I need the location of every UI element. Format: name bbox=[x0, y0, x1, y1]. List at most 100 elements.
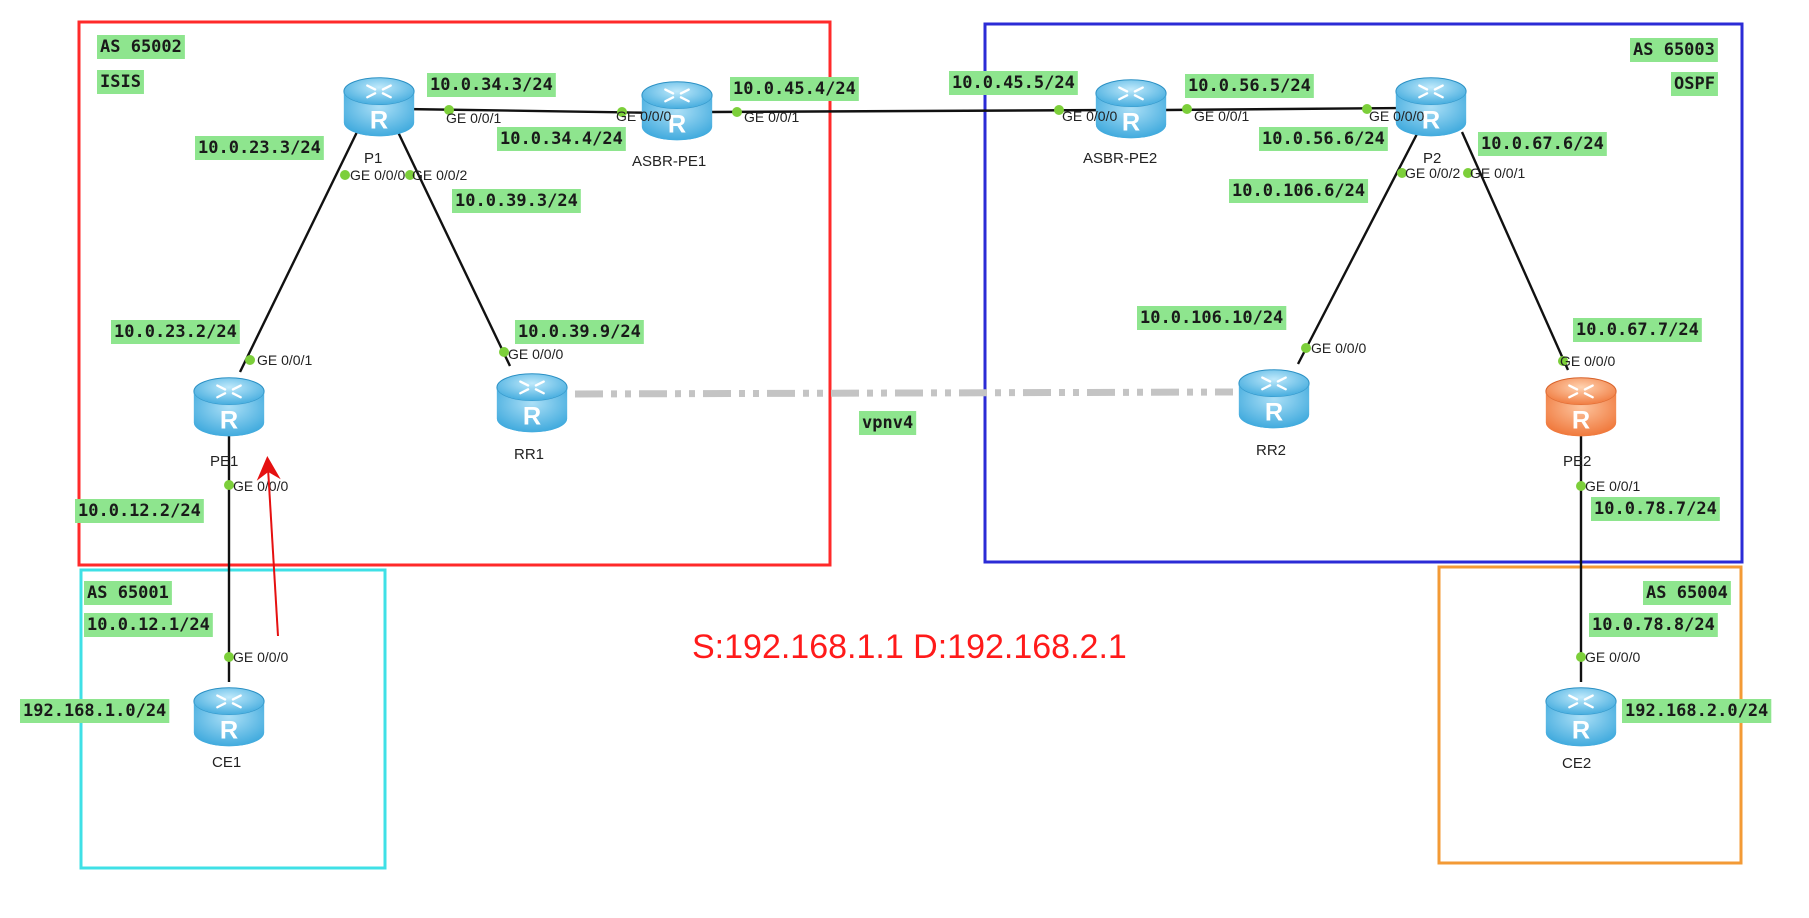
router-name-rr1: RR1 bbox=[514, 446, 544, 463]
flow-annotation: S:192.168.1.1 D:192.168.2.1 bbox=[692, 628, 1127, 666]
port-label: GE 0/0/1 bbox=[744, 109, 799, 125]
router-name-rr2: RR2 bbox=[1256, 442, 1286, 459]
port-label: GE 0/0/0 bbox=[508, 346, 563, 362]
ip-label: 10.0.45.4/24 bbox=[733, 79, 856, 99]
router-icon[interactable] bbox=[495, 372, 569, 434]
port-dot bbox=[444, 105, 454, 115]
port-dot bbox=[732, 107, 742, 117]
port-dot bbox=[1576, 652, 1586, 662]
port-label: GE 0/0/1 bbox=[446, 110, 501, 126]
port-dot bbox=[245, 355, 255, 365]
port-label: GE 0/0/2 bbox=[1405, 165, 1460, 181]
label-background bbox=[1478, 132, 1607, 156]
port-dot bbox=[1054, 105, 1064, 115]
link-p1-pe1 bbox=[238, 131, 359, 373]
router-icon[interactable] bbox=[192, 376, 266, 438]
router-name-ce1: CE1 bbox=[212, 754, 241, 771]
label-background bbox=[97, 70, 144, 94]
link-p1-rr1 bbox=[396, 131, 512, 367]
port-dot bbox=[224, 480, 234, 490]
as65002-boundary bbox=[77, 20, 832, 567]
ip-label: 10.0.23.2/24 bbox=[114, 322, 237, 342]
port-label: GE 0/0/1 bbox=[257, 352, 312, 368]
router-icon[interactable] bbox=[1237, 368, 1311, 430]
router-icon[interactable] bbox=[1394, 76, 1468, 138]
router-icon[interactable] bbox=[1544, 686, 1618, 748]
label-background bbox=[1630, 38, 1718, 62]
ip-label: 10.0.56.6/24 bbox=[1262, 129, 1385, 149]
ip-label: 10.0.34.3/24 bbox=[430, 75, 553, 95]
as-label-65001: AS 65001 bbox=[87, 583, 169, 603]
router-icon[interactable] bbox=[342, 76, 416, 138]
port-dot bbox=[224, 652, 234, 662]
ip-label: 10.0.12.1/24 bbox=[87, 615, 210, 635]
link-p2-rr2 bbox=[1296, 131, 1420, 365]
as-label-65004: AS 65004 bbox=[1646, 583, 1728, 603]
label-background bbox=[1671, 72, 1718, 96]
router-icon[interactable] bbox=[192, 686, 266, 748]
label-background bbox=[515, 320, 644, 344]
protocol-label-ospf: OSPF bbox=[1674, 74, 1715, 94]
label-background bbox=[195, 136, 324, 160]
as65003-boundary bbox=[983, 22, 1744, 564]
protocol-label-isis: ISIS bbox=[100, 72, 141, 92]
port-label: GE 0/0/0 bbox=[1311, 340, 1366, 356]
label-background bbox=[1591, 497, 1720, 521]
ip-label: 10.0.67.6/24 bbox=[1481, 134, 1604, 154]
traffic-direction-arrow bbox=[256, 456, 281, 637]
label-background bbox=[20, 699, 170, 723]
label-background bbox=[730, 77, 859, 101]
router-name-p2: P2 bbox=[1423, 150, 1441, 167]
port-dot bbox=[1576, 481, 1586, 491]
port-label: GE 0/0/0 bbox=[1062, 108, 1117, 124]
port-label: GE 0/0/0 bbox=[350, 167, 405, 183]
link-asbr-pe1-asbr-pe2 bbox=[709, 108, 1121, 114]
router-name-pe2: PE2 bbox=[1563, 453, 1591, 470]
port-dot bbox=[340, 170, 350, 180]
link-p2-pe2 bbox=[1460, 131, 1570, 371]
ip-label: 10.0.34.4/24 bbox=[500, 129, 623, 149]
label-background bbox=[1573, 318, 1702, 342]
router-icon[interactable] bbox=[1544, 376, 1618, 438]
label-background bbox=[97, 35, 185, 59]
port-dot bbox=[499, 347, 509, 357]
port-dot bbox=[1558, 356, 1568, 366]
label-background bbox=[1229, 179, 1369, 203]
router-name-asbr-pe1: ASBR-PE1 bbox=[632, 153, 706, 170]
port-dot bbox=[1301, 343, 1311, 353]
ip-label: 192.168.1.0/24 bbox=[23, 701, 166, 721]
port-label: GE 0/0/0 bbox=[1369, 108, 1424, 124]
label-background bbox=[497, 127, 626, 151]
ip-label: 10.0.78.8/24 bbox=[1592, 615, 1715, 635]
ip-label: 10.0.39.3/24 bbox=[455, 191, 578, 211]
port-label: GE 0/0/2 bbox=[412, 167, 467, 183]
ip-label: 10.0.23.3/24 bbox=[198, 138, 321, 158]
label-background bbox=[1185, 74, 1314, 98]
label-background bbox=[111, 320, 240, 344]
port-label: GE 0/0/0 bbox=[1585, 649, 1640, 665]
port-dot bbox=[1182, 104, 1192, 114]
label-background bbox=[1137, 306, 1287, 330]
port-dot bbox=[1362, 104, 1372, 114]
port-label: GE 0/0/0 bbox=[1560, 353, 1615, 369]
port-label: GE 0/0/0 bbox=[616, 108, 671, 124]
label-background bbox=[1643, 581, 1731, 605]
port-label: GE 0/0/1 bbox=[1194, 108, 1249, 124]
label-background bbox=[1259, 127, 1388, 151]
label-background bbox=[75, 499, 204, 523]
ip-label: 10.0.78.7/24 bbox=[1594, 499, 1717, 519]
vpnv4-label: vpnv4 bbox=[862, 413, 913, 433]
label-background bbox=[84, 613, 213, 637]
label-background bbox=[1589, 613, 1718, 637]
ip-label: 10.0.106.10/24 bbox=[1140, 308, 1283, 328]
ip-label: 10.0.12.2/24 bbox=[78, 501, 201, 521]
label-background bbox=[859, 411, 917, 435]
ip-label: 10.0.106.6/24 bbox=[1232, 181, 1365, 201]
port-label: GE 0/0/1 bbox=[1585, 478, 1640, 494]
router-name-ce2: CE2 bbox=[1562, 755, 1591, 772]
vpnv4-peering-line bbox=[574, 388, 1234, 398]
as-label-65003: AS 65003 bbox=[1633, 40, 1715, 60]
port-dot bbox=[1463, 168, 1473, 178]
label-background bbox=[452, 189, 581, 213]
